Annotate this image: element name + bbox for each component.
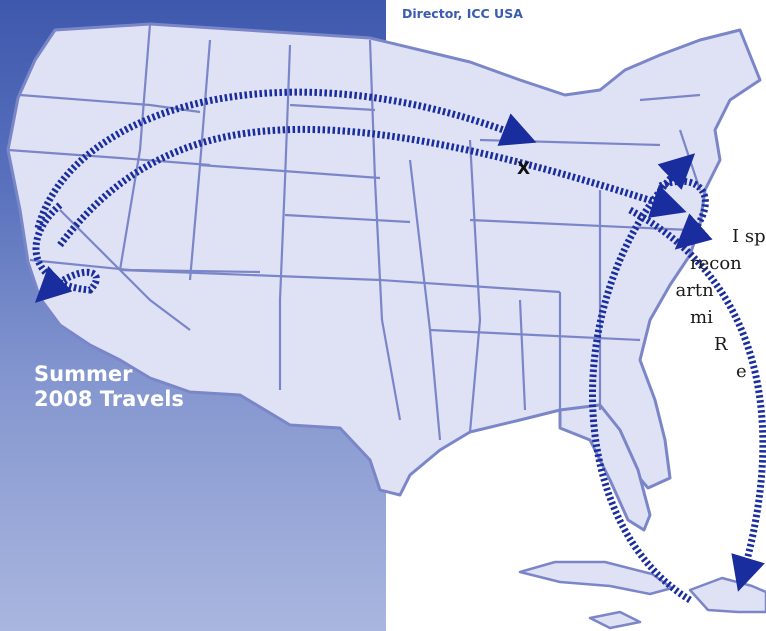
route-arrow bbox=[589, 153, 696, 603]
route-arrow bbox=[628, 206, 766, 592]
caption-line: Summer bbox=[34, 362, 133, 386]
location-marker: X bbox=[517, 159, 530, 179]
island-shape bbox=[688, 576, 766, 614]
text-line: recon bbox=[690, 253, 742, 274]
route-arrow bbox=[34, 88, 537, 229]
article-text: I sp recon partn mi R e bbox=[676, 223, 766, 483]
travel-routes bbox=[32, 88, 766, 603]
text-line: I sp bbox=[732, 226, 766, 247]
text-line: R bbox=[714, 334, 728, 355]
florida-shape bbox=[558, 403, 652, 532]
author-byline: Director, ICC USA bbox=[402, 6, 523, 21]
island-shape bbox=[588, 610, 642, 630]
caption-line: 2008 Travels bbox=[34, 387, 184, 411]
text-line: partn bbox=[676, 280, 714, 301]
text-line: mi bbox=[690, 307, 713, 328]
route-arrow bbox=[658, 177, 713, 250]
island-shape bbox=[518, 560, 674, 596]
text-line: e bbox=[736, 361, 747, 382]
map-caption: Summer 2008 Travels bbox=[34, 362, 184, 412]
state-borders bbox=[7, 23, 702, 441]
route-arrow bbox=[32, 202, 100, 303]
route-arrow bbox=[57, 126, 687, 248]
